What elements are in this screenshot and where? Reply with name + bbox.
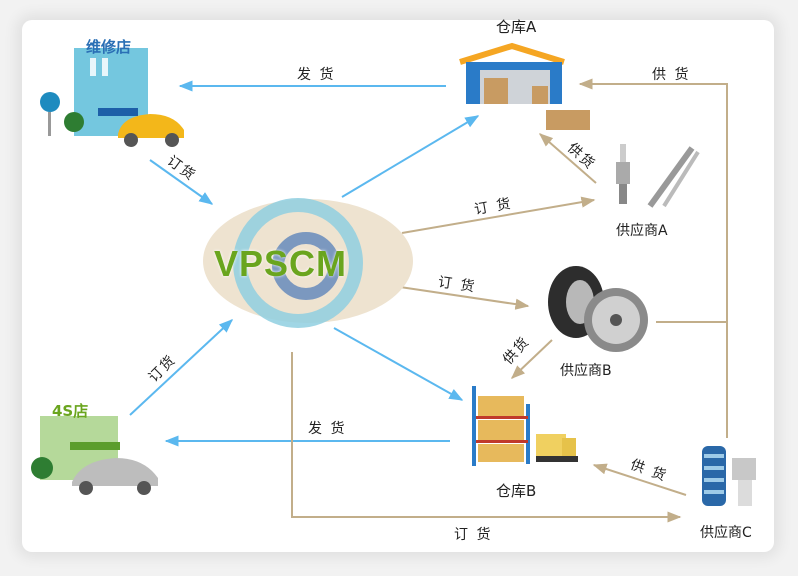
- warehouse-rack-icon: [472, 386, 578, 466]
- edge-4s-to-center: [129, 319, 234, 416]
- repair-shop-building-icon: [40, 48, 184, 147]
- edge-suppliers-to-warehouse-a: [578, 78, 728, 438]
- node-supplier-a[interactable]: [606, 138, 706, 216]
- node-warehouse-b[interactable]: [470, 382, 586, 470]
- edge-label-supply-warehouse-a: 供 货: [652, 67, 691, 83]
- spark-plug-shock-absorber-icon: [616, 144, 700, 208]
- edge-label-ship-repair: 发 货: [297, 67, 336, 83]
- supplier-a-label: 供应商A: [616, 223, 668, 239]
- edge-label-order-supplier-c: 订 货: [454, 527, 493, 543]
- tire-wheel-icon: [548, 266, 648, 352]
- warehouse-shed-icon: [459, 42, 590, 130]
- edge-supplier-c-to-warehouse-b: [592, 463, 687, 496]
- vpscm-hub[interactable]: [198, 186, 414, 336]
- 4s-dealer-label: 4S店: [52, 402, 89, 420]
- warehouse-a-label: 仓库A: [496, 18, 537, 36]
- supplier-b-label: 供应商B: [560, 363, 612, 379]
- edge-repair-shop-to-center: [149, 159, 214, 205]
- warehouse-b-label: 仓库B: [496, 482, 537, 500]
- node-repair-shop[interactable]: [36, 36, 196, 150]
- supplier-c-label: 供应商C: [700, 525, 752, 541]
- edge-supplier-b-to-warehouse-b: [510, 339, 553, 379]
- center-label: VPSCM: [214, 243, 348, 284]
- 4s-dealership-building-icon: [31, 416, 158, 495]
- node-supplier-b[interactable]: [540, 262, 656, 354]
- edge-label-ship-4s: 发 货: [308, 421, 347, 437]
- edge-center-to-warehouse-a: [341, 115, 480, 198]
- repair-shop-label: 维修店: [86, 38, 132, 56]
- edge-center-to-warehouse-b: [333, 327, 464, 401]
- node-4s-dealer[interactable]: [26, 402, 166, 496]
- edge-center-to-supplier-a: [401, 196, 596, 234]
- node-warehouse-a[interactable]: [456, 42, 604, 134]
- at-globe-icon: [203, 198, 413, 328]
- spring-piston-icon: [702, 446, 756, 506]
- node-supplier-c[interactable]: [696, 440, 766, 514]
- edge-supplier-a-to-warehouse-a: [538, 133, 597, 184]
- edge-center-to-supplier-b: [399, 286, 530, 310]
- edge-center-to-supplier-c: [291, 352, 682, 523]
